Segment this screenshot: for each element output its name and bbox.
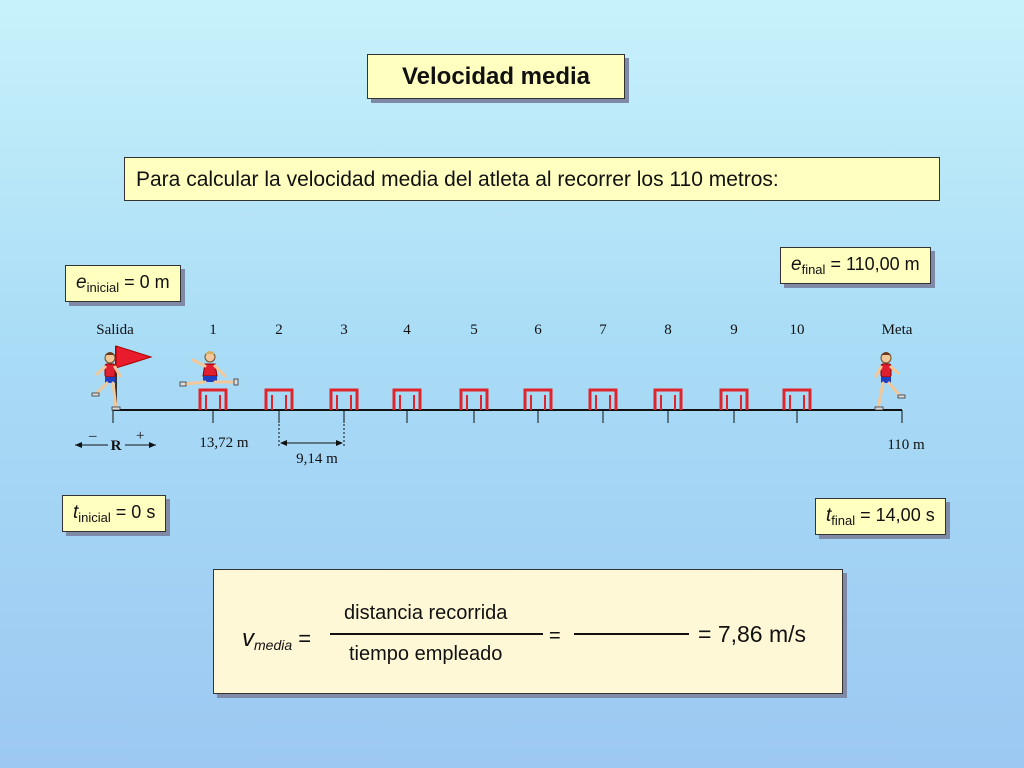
e-symbol: e (76, 272, 87, 293)
hurdle-icon (198, 388, 228, 410)
hurdle-label-7: 7 (599, 322, 607, 338)
finish-label: Meta (882, 322, 913, 338)
ref-label: R (111, 438, 122, 454)
hurdle-icon (653, 388, 683, 410)
hurdle-icon (264, 388, 294, 410)
ref-minus: – (88, 428, 97, 444)
v-letter: v (242, 625, 254, 652)
hurdle-label-2: 2 (275, 322, 283, 338)
start-label: Salida (96, 322, 134, 338)
track-diagram: Salida 1 2 3 4 5 6 7 8 9 10 Meta (75, 322, 925, 467)
hurdle-label-8: 8 (664, 322, 672, 338)
hurdles (198, 388, 812, 410)
track-labels: Salida 1 2 3 4 5 6 7 8 9 10 Meta (96, 322, 912, 338)
hurdle-label-10: 10 (790, 322, 805, 338)
t-initial-subscript: inicial (78, 510, 111, 525)
denominator: tiempo empleado (349, 643, 503, 665)
equals-sign: = (549, 625, 561, 647)
intro-box: Para calcular la velocidad media del atl… (124, 157, 940, 201)
t-symbol: t (826, 505, 832, 526)
first-hurdle-distance: 13,72 m (199, 435, 249, 451)
intro-text: Para calcular la velocidad media del atl… (136, 168, 779, 191)
initial-time-box: tinicial = 0 s (62, 495, 167, 532)
hurdle-label-1: 1 (209, 322, 217, 338)
t-initial-value: = 0 s (110, 502, 156, 522)
ref-plus: + (136, 428, 144, 444)
hurdle-spacing-marker (278, 412, 345, 448)
hurdle-icon (719, 388, 749, 410)
fraction-bar (330, 633, 543, 635)
hurdle-label-5: 5 (470, 322, 478, 338)
e-symbol: e (791, 254, 802, 275)
runner-start-icon (91, 352, 122, 411)
formula-box: vmedia = distancia recorrida tiempo empl… (213, 569, 843, 694)
lhs-equals: = (292, 626, 312, 651)
hurdle-label-6: 6 (534, 322, 542, 338)
runner-jumping-icon (179, 351, 239, 387)
title-box: Velocidad media (367, 54, 625, 99)
start-flag-icon (115, 345, 153, 410)
hurdle-icon (329, 388, 359, 410)
e-initial-value: = 0 m (119, 272, 170, 292)
v-subscript: media (254, 637, 293, 653)
hurdle-label-3: 3 (340, 322, 348, 338)
e-final-subscript: final (801, 262, 826, 277)
e-initial-subscript: inicial (86, 280, 120, 295)
track-ticks (112, 410, 903, 423)
hurdle-icon (523, 388, 553, 410)
t-final-subscript: final (831, 513, 856, 528)
reference-frame: – + R (75, 428, 156, 454)
page-title: Velocidad media (401, 63, 591, 90)
hurdle-icon (588, 388, 618, 410)
numerator: distancia recorrida (344, 602, 508, 624)
empty-fraction-bar (574, 633, 689, 635)
result-value: = 7,86 m/s (698, 621, 807, 647)
finish-distance: 110 m (887, 437, 925, 453)
runner-finish-icon (874, 352, 906, 411)
hurdle-label-4: 4 (403, 322, 411, 338)
final-position-box: efinal = 110,00 m (780, 247, 931, 284)
hurdle-icon (392, 388, 422, 410)
velocity-symbol: vmedia = (242, 625, 311, 653)
e-final-value: = 110,00 m (825, 254, 920, 274)
final-time-box: tfinal = 14,00 s (815, 498, 946, 535)
hurdle-label-9: 9 (730, 322, 738, 338)
t-final-value: = 14,00 s (855, 505, 935, 525)
hurdle-icon (782, 388, 812, 410)
initial-position-box: einicial = 0 m (65, 265, 181, 302)
hurdle-spacing-label: 9,14 m (296, 451, 338, 467)
t-symbol: t (73, 502, 79, 523)
hurdle-icon (459, 388, 489, 410)
